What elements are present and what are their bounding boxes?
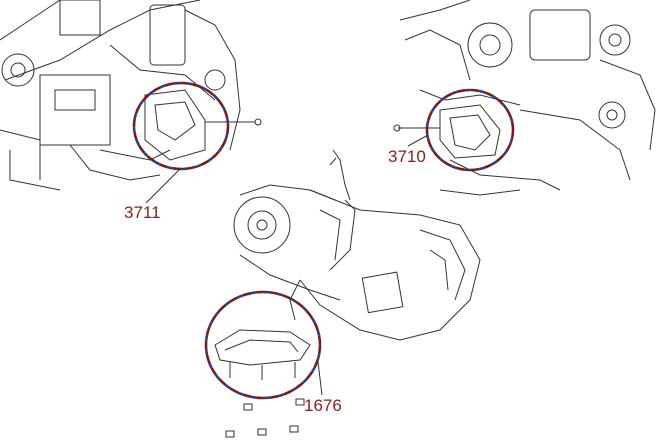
callout-label-3711: 3711 [124,203,161,222]
right-engine-illustration [393,0,656,196]
callout-label-3710: 3710 [388,147,426,166]
leader-line-1676 [317,361,323,396]
callout-label-1676: 1676 [304,396,342,415]
left-engine-illustration [0,0,262,191]
callout-ring-3710 [425,88,515,172]
leader-line-3711 [145,167,182,204]
callout-ring-3711 [132,81,230,171]
leader-line-3710 [407,134,429,147]
callout-ring-1676 [204,290,322,400]
transmission-illustration [214,149,481,438]
